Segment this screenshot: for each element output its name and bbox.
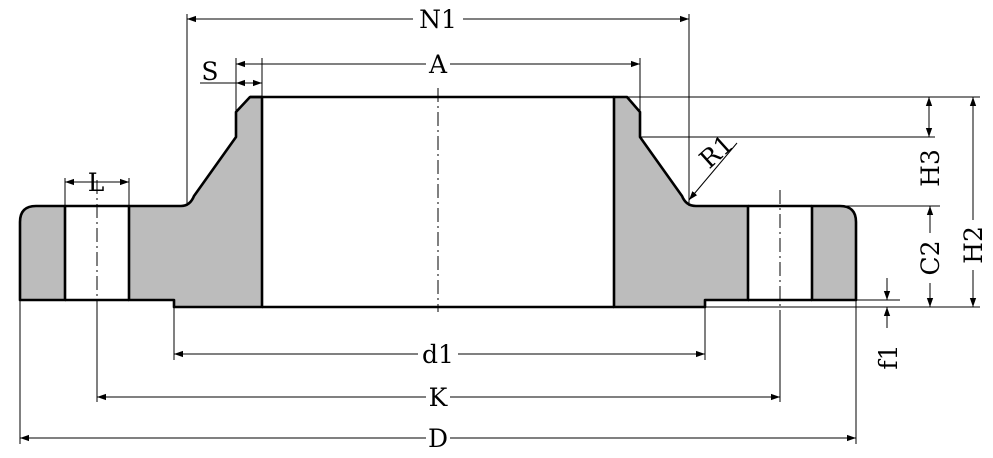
label-L: L — [88, 168, 105, 197]
label-N1: N1 — [419, 5, 457, 34]
label-R1: R1 — [694, 129, 739, 174]
label-masks — [413, 5, 987, 452]
right-section — [612, 95, 858, 309]
label-S: S — [201, 57, 218, 86]
label-A: A — [428, 50, 448, 79]
dimension-labels: N1 A S L R1 H3 C2 H2 f1 d1 K D — [88, 5, 988, 453]
right-hub-section — [612, 95, 750, 309]
dim-R1-leader — [688, 142, 738, 201]
label-D: D — [428, 424, 448, 453]
label-f1: f1 — [874, 344, 903, 369]
label-K: K — [429, 383, 449, 412]
center-lines — [96, 88, 781, 320]
label-d1: d1 — [422, 340, 454, 369]
left-hub-section — [127, 95, 264, 309]
label-H3: H3 — [916, 149, 945, 187]
right-flange-rim — [810, 204, 858, 302]
label-H2: H2 — [959, 226, 988, 264]
left-section — [18, 95, 264, 309]
left-flange-rim — [18, 204, 67, 302]
label-C2: C2 — [916, 240, 945, 275]
